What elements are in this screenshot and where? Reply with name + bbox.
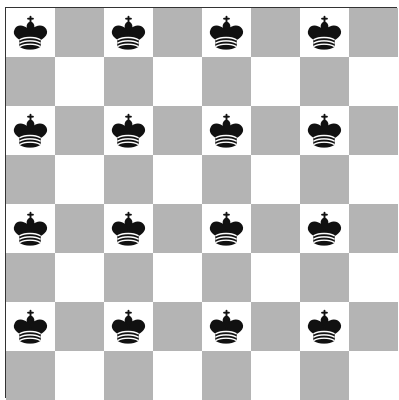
board-square[interactable] <box>300 57 349 106</box>
board-square[interactable] <box>202 106 251 155</box>
board-square[interactable] <box>104 8 153 57</box>
board-square[interactable] <box>251 204 300 253</box>
board-square[interactable] <box>55 155 104 204</box>
board-square[interactable] <box>6 351 55 400</box>
board-square[interactable] <box>349 8 398 57</box>
board-square[interactable] <box>349 57 398 106</box>
board-square[interactable] <box>300 106 349 155</box>
chess-board <box>5 7 397 398</box>
board-square[interactable] <box>202 155 251 204</box>
board-square[interactable] <box>251 155 300 204</box>
board-square[interactable] <box>153 106 202 155</box>
board-square[interactable] <box>153 351 202 400</box>
board-square[interactable] <box>55 253 104 302</box>
board-square[interactable] <box>55 106 104 155</box>
board-square[interactable] <box>104 57 153 106</box>
board-square[interactable] <box>202 57 251 106</box>
board-square[interactable] <box>251 57 300 106</box>
board-square[interactable] <box>202 8 251 57</box>
board-square[interactable] <box>104 302 153 351</box>
board-square[interactable] <box>55 57 104 106</box>
board-square[interactable] <box>349 155 398 204</box>
board-square[interactable] <box>300 8 349 57</box>
board-square[interactable] <box>349 253 398 302</box>
board-square[interactable] <box>153 253 202 302</box>
board-square[interactable] <box>6 155 55 204</box>
board-square[interactable] <box>6 106 55 155</box>
board-square[interactable] <box>349 302 398 351</box>
board-square[interactable] <box>300 351 349 400</box>
board-square[interactable] <box>153 8 202 57</box>
board-square[interactable] <box>300 302 349 351</box>
board-square[interactable] <box>349 351 398 400</box>
board-square[interactable] <box>6 8 55 57</box>
board-square[interactable] <box>300 253 349 302</box>
board-square[interactable] <box>349 106 398 155</box>
board-square[interactable] <box>104 253 153 302</box>
board-square[interactable] <box>251 106 300 155</box>
board-square[interactable] <box>6 57 55 106</box>
board-square[interactable] <box>153 57 202 106</box>
board-square[interactable] <box>104 155 153 204</box>
board-square[interactable] <box>251 253 300 302</box>
board-square[interactable] <box>202 253 251 302</box>
board-square[interactable] <box>104 351 153 400</box>
board-square[interactable] <box>55 302 104 351</box>
board-square[interactable] <box>104 204 153 253</box>
board-square[interactable] <box>202 204 251 253</box>
board-square[interactable] <box>55 8 104 57</box>
board-square[interactable] <box>251 8 300 57</box>
board-square[interactable] <box>300 155 349 204</box>
board-square[interactable] <box>202 302 251 351</box>
board-square[interactable] <box>55 204 104 253</box>
board-square[interactable] <box>104 106 153 155</box>
board-square[interactable] <box>202 351 251 400</box>
board-square[interactable] <box>153 155 202 204</box>
board-square[interactable] <box>153 302 202 351</box>
board-square[interactable] <box>55 351 104 400</box>
board-square[interactable] <box>6 302 55 351</box>
board-square[interactable] <box>251 302 300 351</box>
board-square[interactable] <box>300 204 349 253</box>
board-square[interactable] <box>6 253 55 302</box>
board-square[interactable] <box>349 204 398 253</box>
board-square[interactable] <box>251 351 300 400</box>
board-square[interactable] <box>6 204 55 253</box>
board-square[interactable] <box>153 204 202 253</box>
